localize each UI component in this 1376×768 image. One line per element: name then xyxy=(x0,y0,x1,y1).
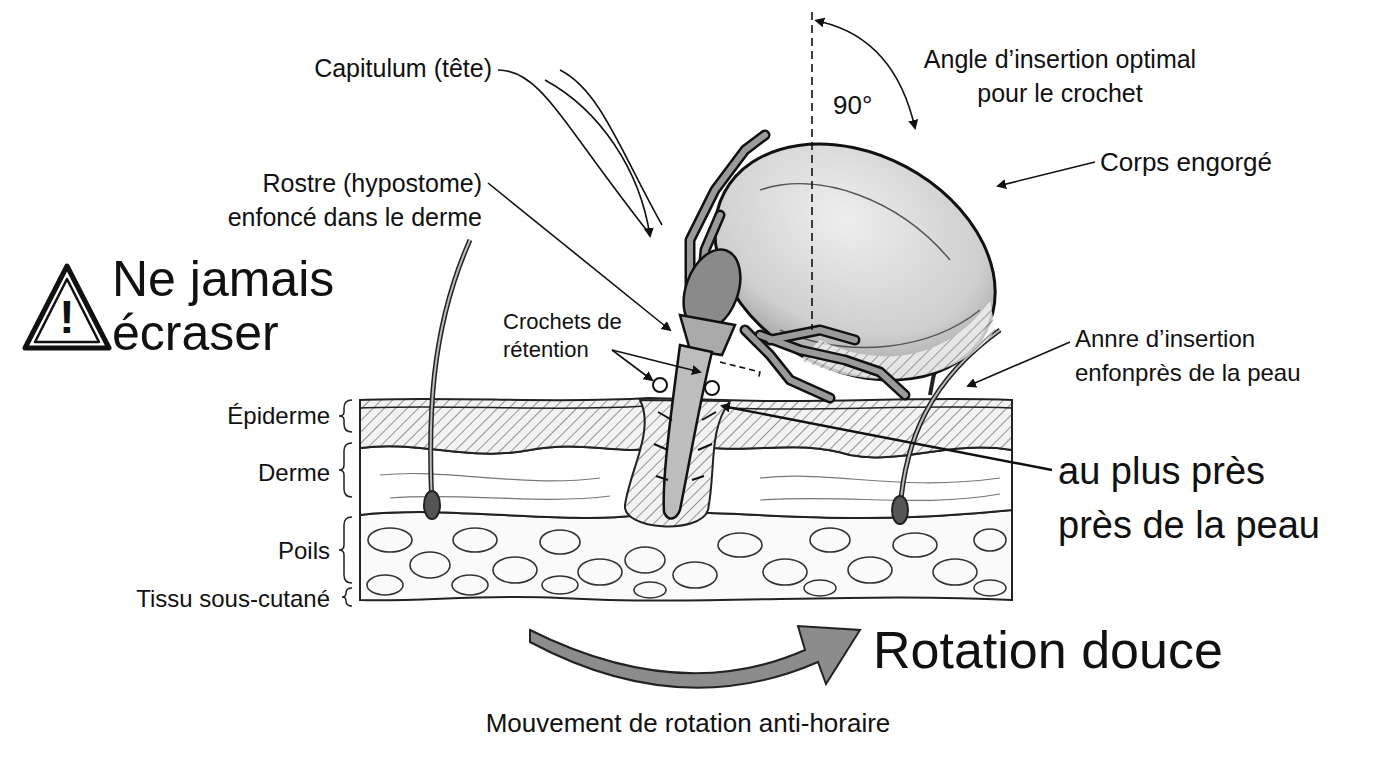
layer-label: Poils xyxy=(200,536,330,566)
tick-leg xyxy=(770,330,855,340)
tick-leg xyxy=(760,335,905,395)
part-label: Rostre (hypostome) enfoncé dans le derme xyxy=(168,166,482,234)
tick-body xyxy=(674,97,1037,427)
subcutaneous-tissue xyxy=(673,562,717,588)
hair xyxy=(431,240,470,505)
tick-body xyxy=(674,97,1037,427)
tick-leg xyxy=(770,330,855,340)
dermis-layer xyxy=(760,494,1000,500)
warning-triangle: ! xyxy=(22,262,112,354)
subcutaneous-tissue xyxy=(578,559,622,585)
subcutaneous-tissue xyxy=(367,575,403,595)
subcutaneous-tissue xyxy=(540,530,580,554)
layer-label: Épiderme xyxy=(200,401,330,431)
subcutaneous-tissue xyxy=(893,533,937,557)
leader-line xyxy=(498,70,648,232)
hair xyxy=(892,496,908,524)
hair xyxy=(424,491,440,519)
leader-line xyxy=(488,183,670,330)
layer-bracket xyxy=(342,588,352,606)
instruction-text: au plus près près de la peau xyxy=(1058,444,1348,552)
leader-line xyxy=(968,342,1070,386)
angle-indicator xyxy=(822,22,915,128)
rotation-arrow xyxy=(530,626,860,688)
tick-hypostome xyxy=(705,381,719,395)
subcutaneous-tissue xyxy=(974,580,1006,596)
part-label: Capitulum (tête) xyxy=(250,53,492,84)
dermis-layer xyxy=(760,476,1000,483)
tick-leg xyxy=(745,330,830,398)
subcutaneous-tissue xyxy=(974,529,1006,551)
layer-bracket xyxy=(339,400,352,432)
subcutaneous-tissue xyxy=(804,580,836,596)
angle-indicator xyxy=(812,12,915,330)
part-label: Annre d’insertion enfonprès de la peau xyxy=(1075,322,1355,390)
hair xyxy=(431,240,470,505)
tick-body xyxy=(800,300,995,379)
layer-bracket xyxy=(339,517,352,583)
part-label: Corps engorgé xyxy=(1100,146,1272,179)
caption-text: Mouvement de rotation anti-horaire xyxy=(388,707,988,740)
leader-line xyxy=(488,70,1095,470)
leader-line xyxy=(722,406,1052,470)
angle-note: Angle d’insertion optimal pour le croche… xyxy=(905,42,1215,110)
tick-hypostome xyxy=(654,412,716,480)
tick-hypostome xyxy=(664,345,712,519)
layer-label: Derme xyxy=(200,458,330,488)
angle-value: 90° xyxy=(833,89,872,122)
leader-line xyxy=(560,70,662,225)
layer-bracket xyxy=(339,400,352,606)
leader-line xyxy=(998,162,1095,186)
warning-symbol: ! xyxy=(22,292,112,342)
subcutaneous-tissue xyxy=(453,528,497,552)
subcutaneous-tissue xyxy=(848,557,892,583)
layer-label: Tissu sous-cutané xyxy=(40,584,330,614)
leader-line xyxy=(612,350,700,372)
subcutaneous-tissue xyxy=(625,547,665,573)
subcutaneous-tissue xyxy=(810,528,850,552)
dermis-layer xyxy=(380,473,600,480)
subcutaneous-tissue xyxy=(410,552,450,578)
rotation-arrow xyxy=(530,626,860,688)
layer-bracket xyxy=(339,443,352,497)
dermis-layer xyxy=(390,496,610,499)
tick-capitulum xyxy=(673,242,751,355)
subcutaneous-tissue xyxy=(368,528,412,552)
tick-hypostome xyxy=(653,345,719,519)
subcutaneous-tissue xyxy=(933,559,977,585)
leader-line xyxy=(545,80,650,236)
subcutaneous-tissue xyxy=(493,557,537,583)
instruction-text: Rotation douce xyxy=(873,618,1223,683)
leader-line xyxy=(720,362,760,380)
tick-hypostome xyxy=(653,378,667,392)
subcutaneous-tissue xyxy=(634,582,666,598)
warning-text: Ne jamais écraser xyxy=(112,252,372,360)
subcutaneous-tissue xyxy=(542,576,578,594)
subcutaneous-tissue xyxy=(452,575,488,595)
tick-body xyxy=(760,184,950,260)
part-label: Crochets de rétention xyxy=(503,308,643,364)
tick-hypostome xyxy=(654,412,716,480)
subcutaneous-tissue xyxy=(763,559,807,585)
angle-indicator xyxy=(811,12,813,330)
subcutaneous-tissue xyxy=(367,528,1006,598)
subcutaneous-tissue xyxy=(718,533,762,557)
